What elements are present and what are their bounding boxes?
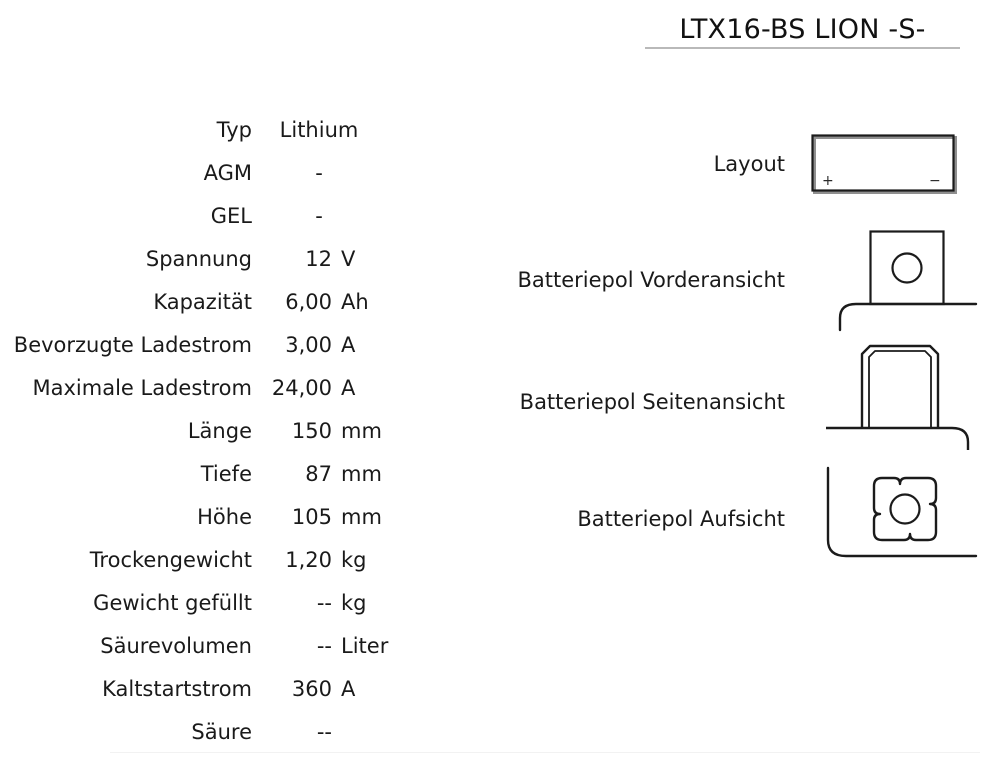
spec-label: Säure: [191, 719, 252, 744]
spec-row: Kapazität 6,00 Ah: [0, 280, 430, 323]
spec-unit: mm: [341, 504, 382, 529]
spec-row: Länge 150 mm: [0, 409, 430, 452]
spec-unit: A: [341, 676, 356, 701]
spec-unit: A: [341, 332, 356, 357]
spec-value: --: [316, 590, 332, 615]
spec-row: Spannung 12 V: [0, 237, 430, 280]
spec-label: Spannung: [145, 246, 252, 271]
spec-value: 1,20: [285, 547, 332, 572]
spec-label: Bevorzugte Ladestrom: [13, 332, 252, 357]
spec-value: -: [315, 160, 323, 185]
spec-label: Trockengewicht: [89, 547, 252, 572]
spec-unit: mm: [341, 418, 382, 443]
terminal-front-view-diagram: [838, 230, 978, 332]
spec-row: Säure --: [0, 710, 430, 753]
spec-row: Tiefe 87 mm: [0, 452, 430, 495]
spec-label: Säurevolumen: [100, 633, 252, 658]
spec-row: Höhe 105 mm: [0, 495, 430, 538]
spec-unit: mm: [341, 461, 382, 486]
scan-artifact-line: [110, 752, 980, 753]
spec-value: --: [316, 719, 332, 744]
spec-value: Lithium: [279, 117, 359, 142]
spec-value: 150: [291, 418, 332, 443]
spec-value: 3,00: [285, 332, 332, 357]
spec-value: -: [315, 203, 323, 228]
spec-label: AGM: [203, 160, 252, 185]
layout-negative-marker: −: [929, 173, 941, 189]
spec-row: Bevorzugte Ladestrom 3,00 A: [0, 323, 430, 366]
spec-value: 12: [305, 246, 332, 271]
spec-row: Kaltstartstrom 360 A: [0, 667, 430, 710]
spec-label: GEL: [210, 203, 252, 228]
spec-label: Kapazität: [153, 289, 252, 314]
page-title-text: LTX16-BS LION -S-: [679, 14, 926, 45]
spec-unit: kg: [341, 547, 367, 572]
spec-row: Gewicht gefüllt -- kg: [0, 581, 430, 624]
page-title: LTX16-BS LION -S-: [645, 14, 960, 49]
spec-label: Gewicht gefüllt: [93, 590, 252, 615]
spec-row: Säurevolumen -- Liter: [0, 624, 430, 667]
spec-row: Trockengewicht 1,20 kg: [0, 538, 430, 581]
spec-value: 87: [305, 461, 332, 486]
spec-value: 105: [291, 504, 332, 529]
diagram-label-terminal-top: Batteriepol Aufsicht: [577, 507, 785, 531]
spec-unit: kg: [341, 590, 367, 615]
diagram-label-layout: Layout: [713, 152, 785, 176]
spec-unit: V: [341, 246, 356, 271]
spec-row: Typ Lithium: [0, 108, 430, 151]
spec-row: AGM -: [0, 151, 430, 194]
spec-label: Typ: [216, 117, 252, 142]
diagram-label-terminal-side: Batteriepol Seitenansicht: [519, 390, 785, 414]
layout-positive-marker: +: [822, 173, 834, 189]
spec-value: --: [316, 633, 332, 658]
spec-value: 360: [291, 676, 332, 701]
spec-unit: A: [341, 375, 356, 400]
terminal-top-view-diagram: [826, 466, 978, 558]
spec-unit: Liter: [341, 633, 389, 658]
spec-value: 6,00: [285, 289, 332, 314]
terminal-side-view-diagram: [826, 344, 970, 450]
spec-value: 24,00: [271, 375, 332, 400]
spec-unit: Ah: [341, 289, 369, 314]
spec-label: Tiefe: [200, 461, 252, 486]
spec-label: Kaltstartstrom: [102, 676, 252, 701]
spec-row: Maximale Ladestrom 24,00 A: [0, 366, 430, 409]
title-underline: [645, 47, 960, 49]
spec-label: Höhe: [197, 504, 252, 529]
spec-label: Länge: [187, 418, 252, 443]
spec-row: GEL -: [0, 194, 430, 237]
spec-label: Maximale Ladestrom: [32, 375, 252, 400]
battery-layout-diagram: + −: [811, 134, 957, 194]
diagram-label-terminal-front: Batteriepol Vorderansicht: [517, 268, 785, 292]
